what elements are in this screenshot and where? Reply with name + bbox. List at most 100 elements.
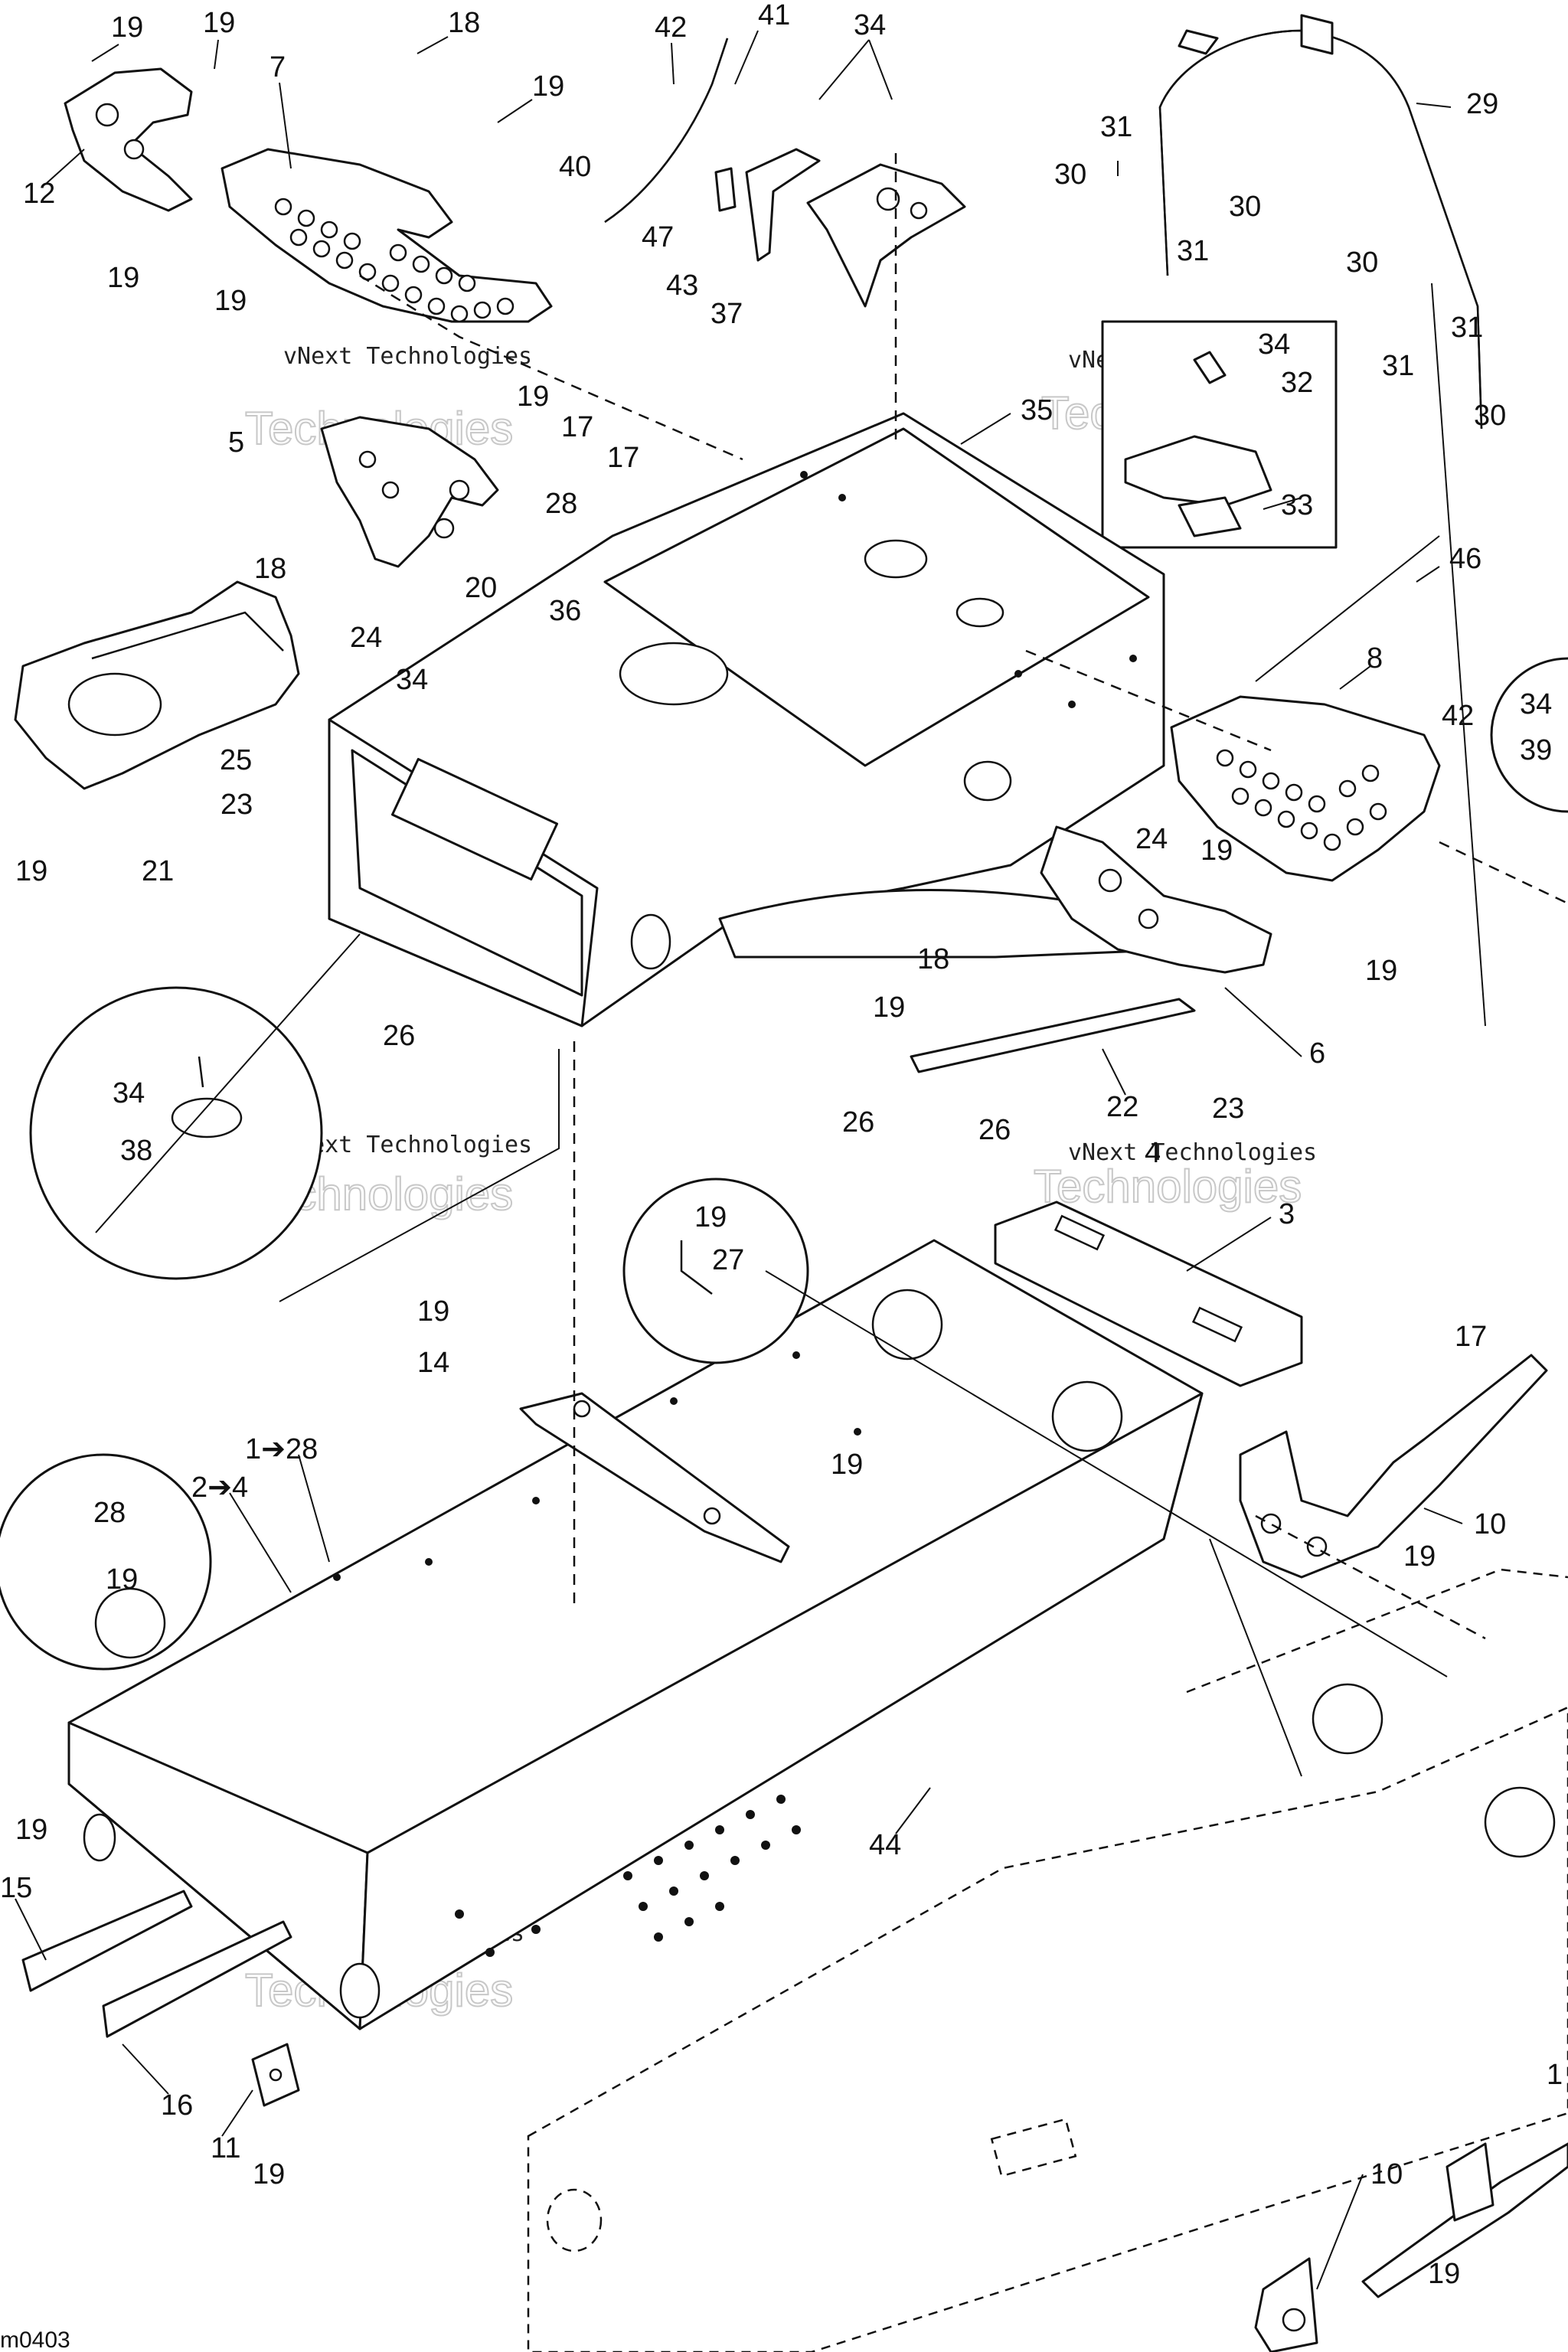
label-35: 35 [1021,394,1053,426]
label-7: 7 [270,51,286,83]
label-19-b: 19 [203,7,235,39]
label-19-r: 19 [1428,2258,1460,2290]
label-19-l: 19 [417,1295,449,1328]
label-1-b: 1 [1547,2059,1563,2091]
tunnel [67,1239,1204,2030]
label-36: 36 [549,595,581,627]
label-38: 38 [120,1135,152,1167]
label-27: 27 [712,1244,744,1276]
label-31-d: 31 [1382,350,1414,382]
label-17-c: 17 [1455,1321,1487,1353]
label-19-e: 19 [214,285,247,317]
watermark-3: vNext Technologies [283,1132,532,1158]
label-47: 47 [642,221,674,253]
label-31-b: 31 [1177,235,1209,267]
label-2-4: 2➔4 [191,1472,248,1504]
label-18-b: 18 [254,553,286,585]
label-1-28: 1➔28 [245,1433,318,1465]
label-15: 15 [0,1872,32,1904]
part-5-bracket [320,416,499,568]
label-19-m: 19 [831,1449,863,1481]
part-43-bracket [745,148,821,262]
label-11: 11 [211,2132,240,2164]
label-34-c: 34 [113,1077,145,1109]
label-34-d: 34 [1258,328,1290,361]
label-24-a: 24 [350,622,382,654]
label-28-b: 28 [93,1497,126,1529]
label-26-a: 26 [383,1020,415,1052]
label-29: 29 [1466,88,1498,120]
label-34-b: 34 [396,664,428,696]
label-26-b: 26 [842,1106,874,1138]
part-22-bar [910,998,1196,1073]
label-19-d: 19 [107,262,139,294]
label-19-g: 19 [15,855,47,887]
label-31-a: 31 [1100,111,1132,143]
label-40: 40 [559,151,591,183]
label-19-c: 19 [532,70,564,103]
label-23-b: 23 [1212,1093,1244,1125]
label-8: 8 [1367,642,1383,675]
label-19-f: 19 [517,381,549,413]
tunnel-holes [455,1795,801,1957]
part-47-clip [714,167,737,212]
label-19-a: 19 [111,11,143,44]
label-20: 20 [465,572,497,604]
drawing-code: m0403 [0,2328,70,2352]
label-22: 22 [1106,1091,1138,1123]
label-leaders [15,30,1463,2290]
label-6: 6 [1309,1037,1325,1070]
label-18-c: 18 [917,943,949,975]
watermark-big-4: Technologies [1034,1161,1302,1212]
label-19-j: 19 [873,991,905,1024]
label-19-h: 19 [1200,835,1233,867]
label-21: 21 [142,855,174,887]
label-44: 44 [869,1829,901,1861]
label-14: 14 [417,1347,449,1379]
label-42-b: 42 [1442,700,1474,732]
label-37: 37 [710,298,743,330]
label-16: 16 [161,2089,193,2122]
label-33: 33 [1281,489,1313,521]
label-30-a: 30 [1054,158,1086,191]
label-31-c: 31 [1451,312,1483,344]
ghost-tunnel [527,1568,1568,2352]
leader-lines [95,283,1486,1777]
part-16-angle [102,1920,292,2038]
label-43: 43 [666,270,698,302]
part-15-angle [21,1890,193,1992]
label-3: 3 [1279,1198,1295,1230]
label-30-b: 30 [1229,191,1261,223]
label-19-q: 19 [253,2158,285,2190]
part-29-handle [1158,14,1483,430]
label-19-k: 19 [694,1201,727,1233]
label-10-b: 10 [1370,2158,1403,2190]
label-32: 32 [1281,367,1313,399]
part-8-foot-plate [1170,695,1441,882]
part-6-bracket [1040,825,1272,974]
label-17-a: 17 [561,411,593,443]
label-34-e: 34 [1520,688,1552,720]
part-12-bracket [64,67,193,212]
main-frame [328,412,1181,1027]
plate-8-holes [1216,749,1387,851]
label-25: 25 [220,744,252,776]
plate-7-holes [274,198,514,323]
label-18-a: 18 [448,7,480,39]
label-41: 41 [758,0,790,31]
label-42-a: 42 [655,11,687,44]
label-28-a: 28 [545,488,577,520]
label-17-b: 17 [607,442,639,474]
part-11-plate [251,2043,300,2107]
part-37-bracket [806,163,966,308]
label-5: 5 [228,426,244,459]
part-7-foot-plate [220,148,553,323]
ghost-part-1 [1361,2142,1568,2298]
label-46: 46 [1449,543,1481,575]
label-24-b: 24 [1135,823,1168,855]
watermark-4: vNext Technologies [1068,1139,1317,1166]
alignment-lines [359,153,1568,1640]
label-19-i: 19 [1365,955,1397,987]
